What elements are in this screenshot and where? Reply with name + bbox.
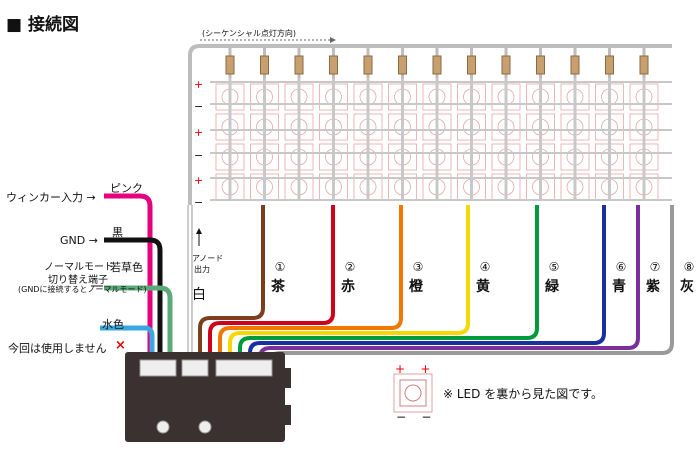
resistor-row — [225, 46, 649, 78]
polarity-minus: − — [194, 149, 204, 162]
winker-wire — [104, 193, 153, 372]
resistor — [432, 55, 442, 75]
resistor — [536, 55, 545, 75]
channel-wire-7 — [258, 205, 640, 372]
pink-wire-label: ピンク — [110, 182, 143, 195]
white-wire-label: 白 — [192, 287, 206, 303]
normal-mode-label: ノーマルモード — [44, 262, 114, 273]
cross-mark-icon: × — [115, 338, 126, 353]
polarity-plus: + — [194, 126, 204, 139]
channel-number-7: ⑦ — [649, 260, 661, 274]
light-blue-wire-label: 水色 — [102, 318, 124, 331]
channel-name-7: 紫 — [646, 279, 660, 295]
resistor — [605, 55, 614, 75]
channel-wire-5 — [238, 205, 539, 372]
channel-wire-3 — [218, 205, 403, 372]
switch-terminal-label: 切り替え端子 — [48, 275, 108, 286]
page-title: ■ 接続図 — [6, 15, 79, 35]
normal-mode-wire — [104, 285, 173, 372]
resistor — [570, 55, 580, 75]
anode-output-label: 出力 — [194, 265, 210, 274]
channel-name-4: 黄 — [476, 279, 490, 295]
led-grid — [210, 78, 672, 201]
channel-wire-4 — [228, 205, 470, 372]
resistor — [398, 55, 407, 75]
channel-wire-2 — [208, 205, 335, 372]
light-green-wire-label: 若草色 — [110, 261, 143, 274]
polarity-minus: − — [194, 100, 204, 113]
resistor — [329, 55, 338, 75]
resistor — [260, 55, 269, 75]
polarity-plus: + — [194, 78, 204, 91]
channel-name-8: 灰 — [680, 279, 694, 295]
legend-plus: + + — [395, 362, 431, 376]
legend-note: ※ LED を裏から見た図です。 — [443, 387, 603, 401]
anode-label: アノード — [192, 254, 224, 263]
channel-number-2: ② — [344, 260, 356, 274]
resistor — [501, 55, 511, 75]
channel-name-1: 茶 — [271, 279, 285, 295]
channel-number-1: ① — [274, 260, 286, 274]
channel-name-6: 青 — [612, 279, 626, 295]
channel-number-6: ⑥ — [615, 260, 627, 274]
channel-number-4: ④ — [479, 260, 491, 274]
gnd-wire — [104, 237, 163, 372]
resistor — [225, 55, 235, 75]
resistor — [467, 55, 476, 75]
resistor — [294, 55, 304, 75]
direction-label: (シーケンシャル点灯方向) — [202, 29, 297, 38]
polarity-plus: + — [194, 174, 204, 187]
winker-input-label: ウィンカー入力 → — [6, 191, 96, 204]
channel-number-5: ⑤ — [548, 260, 560, 274]
legend-minus: − − — [396, 410, 432, 424]
resistor — [639, 55, 649, 75]
polarity-minus: − — [194, 196, 204, 209]
channel-number-8: ⑧ — [683, 260, 695, 274]
channel-name-5: 緑 — [545, 279, 559, 295]
channel-name-2: 赤 — [341, 279, 355, 295]
normal-mode-note: (GNDに接続するとノーマルモード) — [18, 285, 147, 294]
unused-wire — [100, 325, 155, 372]
channel-wire-6 — [248, 205, 606, 372]
black-wire-label: 黒 — [112, 226, 123, 239]
channel-wire-1 — [198, 205, 265, 372]
gnd-label: GND → — [60, 234, 98, 247]
channel-number-3: ③ — [412, 260, 424, 274]
channel-name-3: 橙 — [409, 279, 423, 295]
unused-note: 今回は使用しません — [8, 342, 107, 355]
resistor — [363, 55, 373, 75]
